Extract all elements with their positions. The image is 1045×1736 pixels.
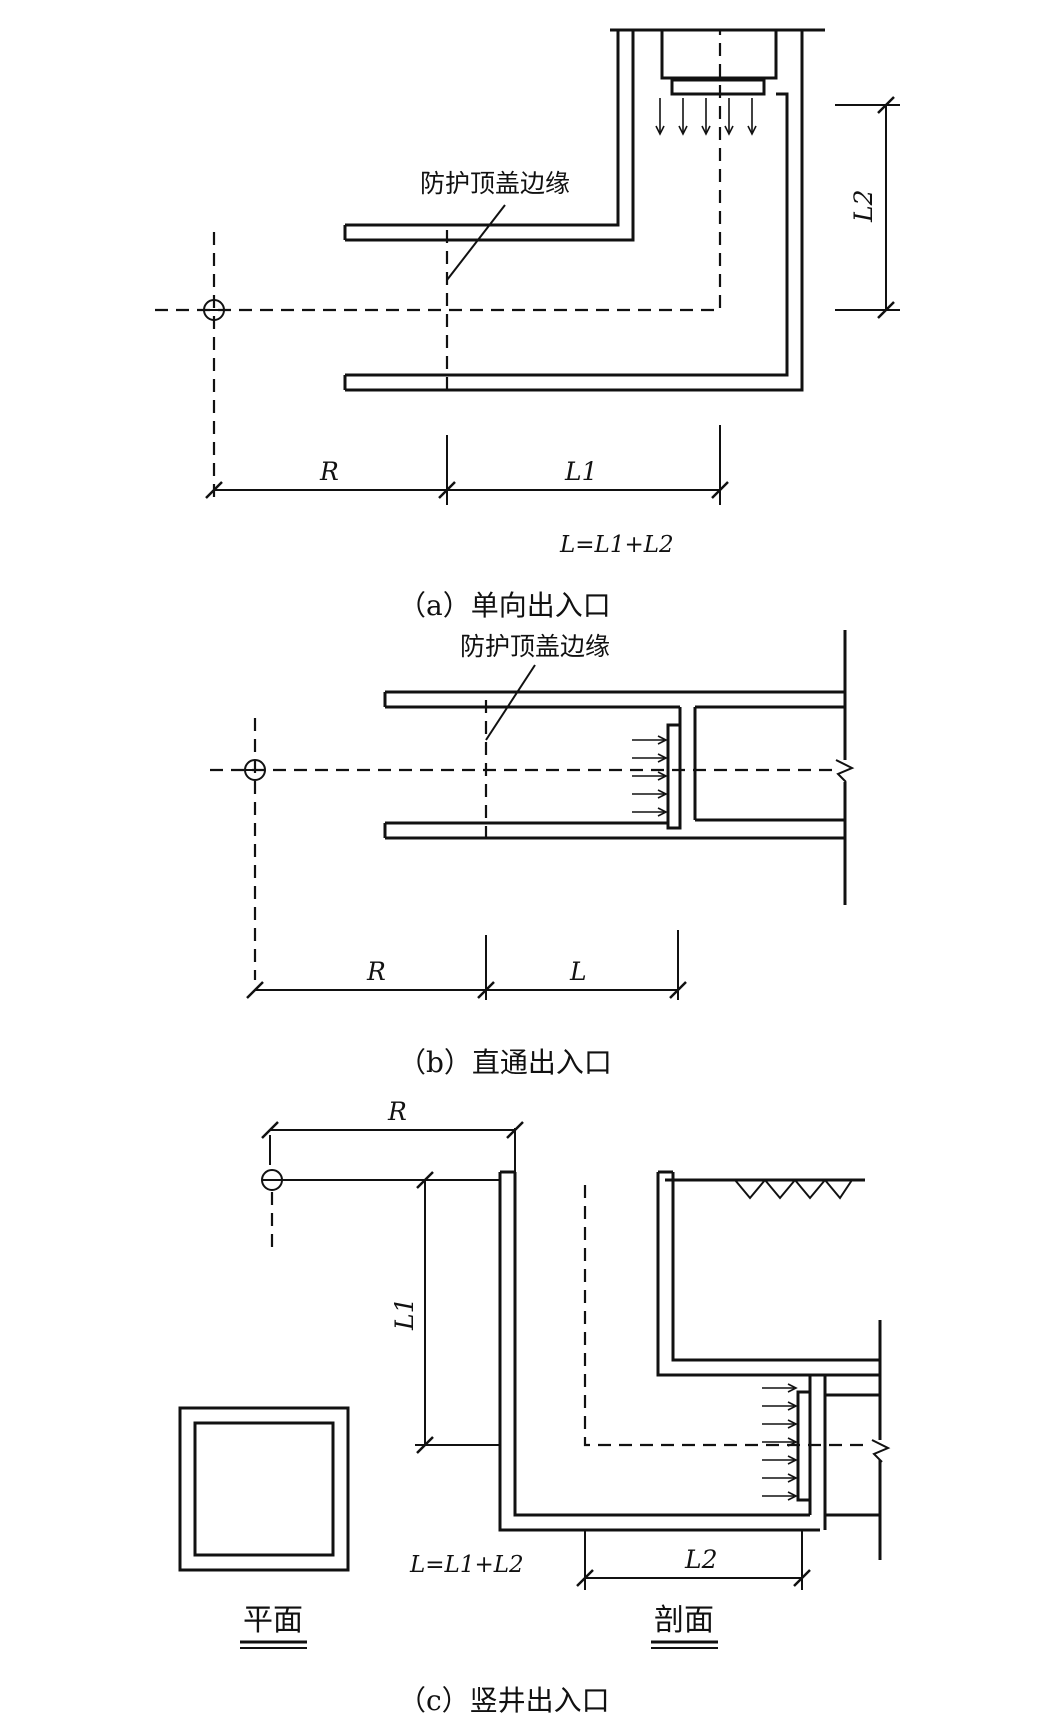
inner-wall-inner [345, 30, 620, 227]
cover-edge-note: 防护顶盖边缘 [460, 632, 610, 661]
centerline [583, 1185, 870, 1447]
inner-wall-outer [345, 30, 635, 242]
outer-wall-outer [345, 30, 804, 392]
note-leader [446, 204, 506, 281]
plan-outer-square [178, 1406, 350, 1572]
caption: （c）竖井出入口 [398, 1684, 610, 1717]
dim-label-l2: L2 [684, 1545, 718, 1574]
length-equation: L=L1+L2 [559, 532, 674, 558]
note-leader [485, 664, 536, 741]
soil-hatch [734, 1178, 853, 1200]
pressure-arrows [762, 1383, 798, 1501]
dim-label-r: R [387, 1097, 407, 1126]
pressure-arrows [632, 735, 668, 817]
plan-inner-square [193, 1421, 335, 1557]
blast-door [666, 723, 682, 830]
dim-label-l1: L1 [390, 1297, 419, 1331]
outer-wall-inner [345, 92, 789, 377]
caption: （b）直通出入口 [398, 1046, 612, 1079]
length-equation: L=L1+L2 [409, 1552, 524, 1578]
figure-b-straight-entrance: 防护顶盖边缘 [210, 630, 855, 1079]
figure-c-shaft-entrance: R [178, 1097, 891, 1717]
cover-edge-note: 防护顶盖边缘 [420, 169, 570, 198]
shaft-right-wall-inner [656, 1172, 880, 1377]
shaft-outer-wall [498, 1172, 820, 1532]
dim-label-l2: L2 [849, 189, 878, 223]
shaft-right-wall-outer [671, 1172, 880, 1362]
dim-label-l1: L1 [564, 457, 598, 486]
pressure-arrows [655, 98, 757, 136]
shaft-inner-wall [513, 1172, 810, 1517]
blast-door [670, 78, 766, 96]
caption: （a）单向出入口 [398, 589, 611, 622]
break-mark [871, 1439, 891, 1463]
plan-label: 平面 [243, 1603, 303, 1638]
dim-label-l: L [569, 957, 587, 986]
section-label: 剖面 [654, 1603, 714, 1638]
figure-a-one-way-entrance: 防护顶盖边缘 R L1 L2 L=L1+L2 （a）单向出入口 [155, 28, 900, 622]
dim-label-r: R [366, 957, 386, 986]
dim-label-r: R [319, 457, 339, 486]
break-mark [835, 759, 855, 783]
